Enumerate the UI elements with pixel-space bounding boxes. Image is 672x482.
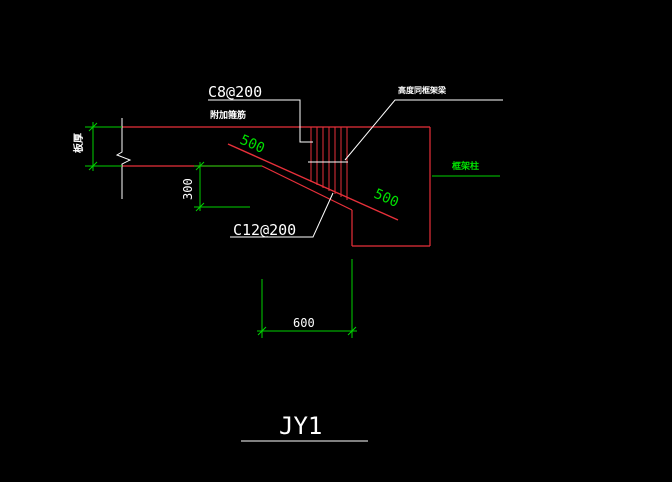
dim-left-tick-bottom <box>88 161 98 171</box>
dim-left-tick-top <box>88 122 98 132</box>
column-note-label: 框架柱 <box>452 160 479 172</box>
top-right-note-label: 高度同框架梁 <box>398 85 447 95</box>
dim-600-text: 600 <box>293 316 315 330</box>
haunch-spec-leader <box>230 192 334 238</box>
stirrup-spec-leader <box>208 99 313 143</box>
haunch-diagonal-rebar <box>227 143 399 221</box>
slab-thickness-label: 板厚 <box>72 133 85 153</box>
haunch-spec-label: C12@200 <box>233 221 296 239</box>
dimension-lines <box>85 122 500 338</box>
dim-300-tick-top <box>195 161 205 171</box>
stirrup-spec-label: C8@200 <box>208 83 262 101</box>
haunch-slope-edge <box>261 165 353 211</box>
top-right-note-leader <box>344 99 503 161</box>
dim-600-tick-left <box>257 326 267 336</box>
dim-600-tick-right <box>347 326 357 336</box>
dim-300-text: 300 <box>181 178 195 200</box>
leader-lines <box>208 99 503 238</box>
drawing-title: JY1 <box>279 412 322 440</box>
dim-300-tick-bottom <box>195 202 205 212</box>
concrete-outline <box>122 126 431 247</box>
stirrup-note-label: 附加箍筋 <box>210 109 246 121</box>
break-line <box>115 118 132 199</box>
